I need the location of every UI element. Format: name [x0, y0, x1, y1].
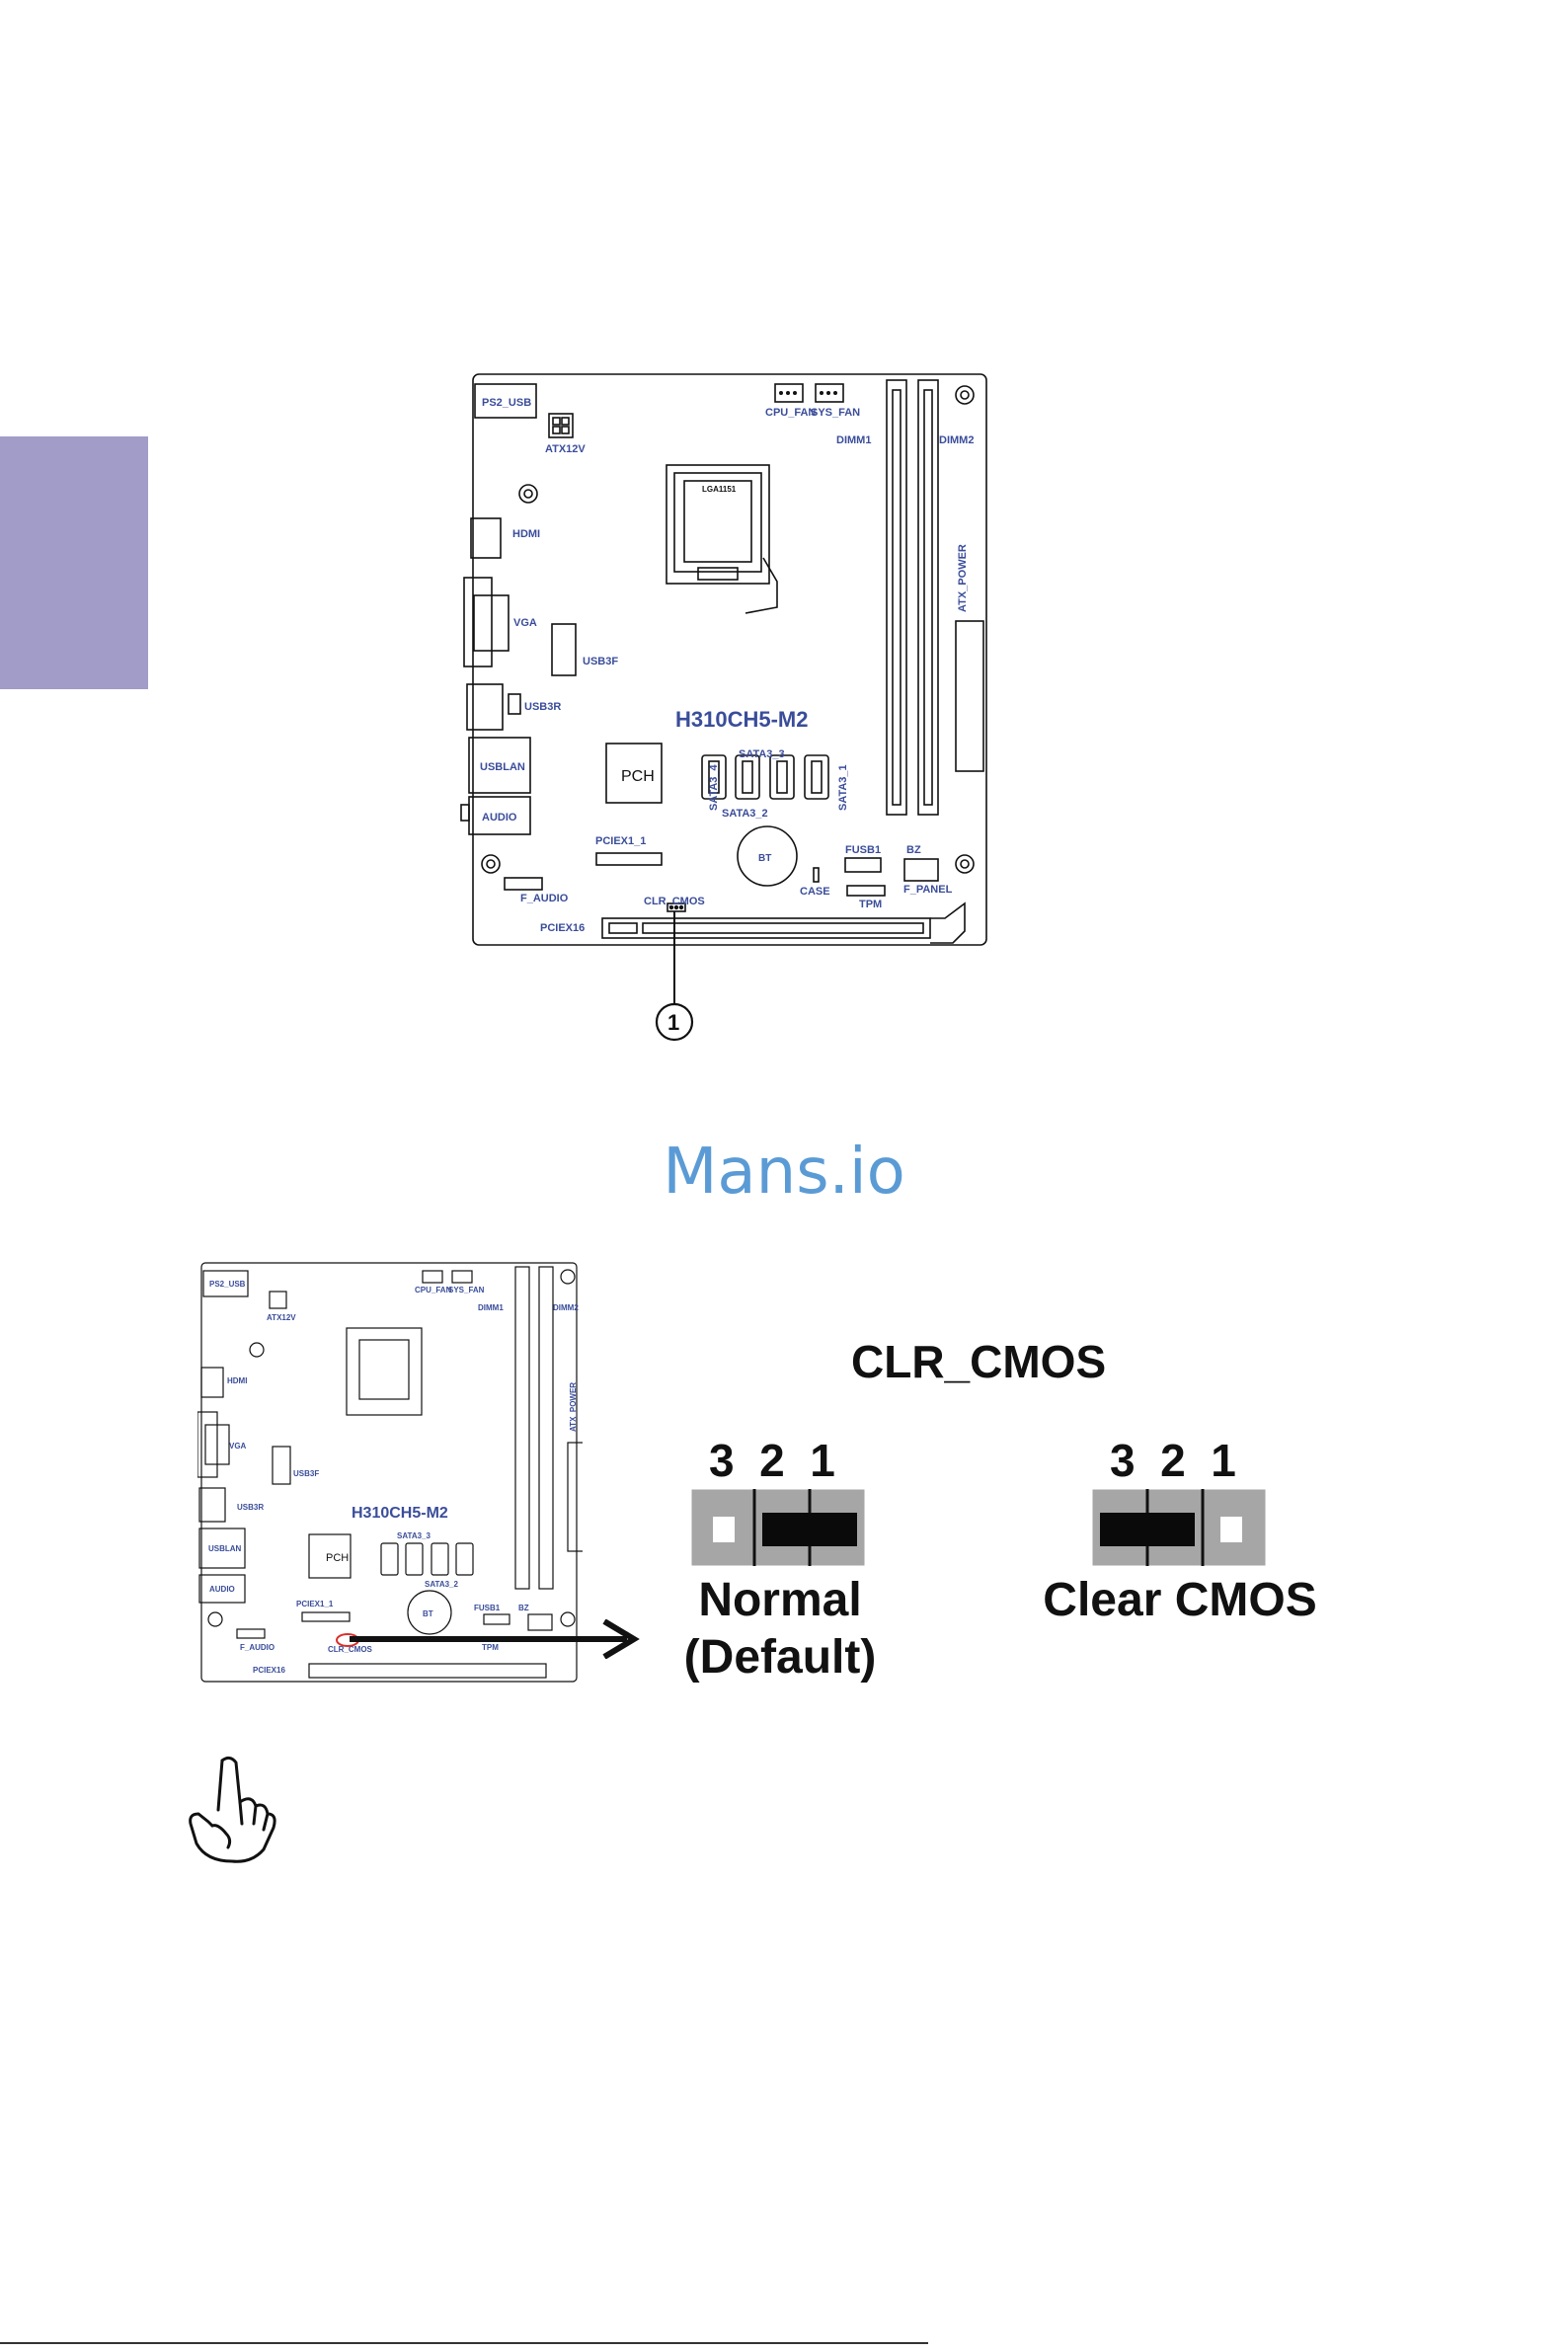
footer-rule — [0, 2342, 928, 2344]
label-case: CASE — [800, 886, 830, 898]
label-pch: PCH — [621, 768, 655, 785]
thumb-label-atx-power: ATX_POWER — [569, 1382, 578, 1432]
thumb-label-tpm: TPM — [482, 1643, 499, 1652]
chapter-side-tab — [0, 436, 148, 689]
thumb-label-dimm1: DIMM1 — [478, 1303, 504, 1312]
label-hdmi: HDMI — [512, 528, 540, 540]
label-dimm2: DIMM2 — [939, 434, 974, 446]
pin-numbers-normal: 3 2 1 — [709, 1435, 835, 1486]
label-sata3-1: SATA3_1 — [837, 764, 849, 811]
label-sata3-2: SATA3_2 — [722, 808, 768, 820]
label-bt: BT — [758, 853, 771, 864]
label-socket: LGA1151 — [702, 485, 737, 494]
thumb-label-f-audio: F_AUDIO — [240, 1643, 274, 1652]
thumb-label-ps2-usb: PS2_USB — [209, 1280, 246, 1289]
label-sys-fan: SYS_FAN — [811, 407, 860, 419]
pointer-arrow — [350, 1619, 640, 1659]
thumb-label-dimm2: DIMM2 — [553, 1303, 579, 1312]
label-usb3f: USB3F — [583, 656, 618, 667]
label-cpu-fan: CPU_FAN — [765, 407, 816, 419]
label-tpm: TPM — [859, 899, 882, 910]
pointing-hand-icon — [183, 1753, 281, 1866]
thumb-label-pch: PCH — [326, 1552, 349, 1564]
label-clr-cmos: CLR_CMOS — [644, 896, 705, 907]
label-sata3-4: SATA3_4 — [708, 763, 720, 811]
thumb-label-fusb1: FUSB1 — [474, 1604, 501, 1612]
label-bz: BZ — [906, 844, 921, 856]
thumb-label-hdmi: HDMI — [227, 1376, 247, 1385]
label-atx-power: ATX_POWER — [957, 544, 969, 612]
label-dimm1: DIMM1 — [836, 434, 871, 446]
thumb-label-usb3r: USB3R — [237, 1503, 264, 1512]
thumb-label-bt: BT — [423, 1609, 433, 1618]
thumb-label-audio: AUDIO — [209, 1585, 235, 1594]
label-usb3r: USB3R — [524, 701, 561, 713]
callout-number: 1 — [667, 1010, 679, 1035]
label-ps2-usb: PS2_USB — [482, 397, 531, 409]
thumb-label-pciex16: PCIEX16 — [253, 1666, 285, 1675]
motherboard-diagram: PS2_USB ATX12V CPU_FAN SYS_FAN DIMM1 DIM… — [449, 370, 1002, 1061]
label-sata3-3: SATA3_3 — [739, 748, 785, 760]
thumb-label-clr-cmos: CLR_CMOS — [328, 1645, 373, 1654]
label-atx12v: ATX12V — [545, 443, 586, 455]
normal-label: Normal — [698, 1574, 862, 1626]
board-model-title: H310CH5-M2 — [675, 707, 809, 732]
label-fusb1: FUSB1 — [845, 844, 881, 856]
motherboard-thumbnail: PS2_USB ATX12V CPU_FAN SYS_FAN DIMM1 DIM… — [196, 1259, 588, 1690]
label-pciex1-1: PCIEX1_1 — [595, 835, 646, 847]
label-f-panel: F_PANEL — [903, 884, 953, 896]
label-vga: VGA — [513, 617, 537, 629]
label-usblan: USBLAN — [480, 761, 525, 773]
clear-cmos-label: Clear CMOS — [1043, 1574, 1317, 1626]
label-f-audio: F_AUDIO — [520, 893, 569, 904]
watermark-text: Mans.io — [663, 1136, 905, 1209]
thumb-label-sata3-3: SATA3_3 — [397, 1531, 431, 1540]
thumb-label-usb3f: USB3F — [293, 1469, 319, 1478]
thumb-model-title: H310CH5-M2 — [352, 1505, 448, 1522]
thumb-label-vga: VGA — [229, 1442, 247, 1450]
thumb-label-usblan: USBLAN — [208, 1544, 242, 1553]
thumb-label-sys-fan: SYS_FAN — [448, 1286, 485, 1294]
label-pciex16: PCIEX16 — [540, 922, 585, 934]
thumb-label-atx12v: ATX12V — [267, 1313, 296, 1322]
thumb-label-bz: BZ — [518, 1604, 529, 1612]
thumb-label-sata3-2: SATA3_2 — [425, 1580, 458, 1589]
thumb-label-cpu-fan: CPU_FAN — [415, 1286, 452, 1294]
pin-numbers-clear: 3 2 1 — [1110, 1435, 1236, 1486]
label-audio: AUDIO — [482, 812, 517, 823]
default-label: (Default) — [683, 1631, 877, 1684]
clr-cmos-title: CLR_CMOS — [851, 1336, 1107, 1387]
thumb-label-pciex1-1: PCIEX1_1 — [296, 1600, 334, 1608]
